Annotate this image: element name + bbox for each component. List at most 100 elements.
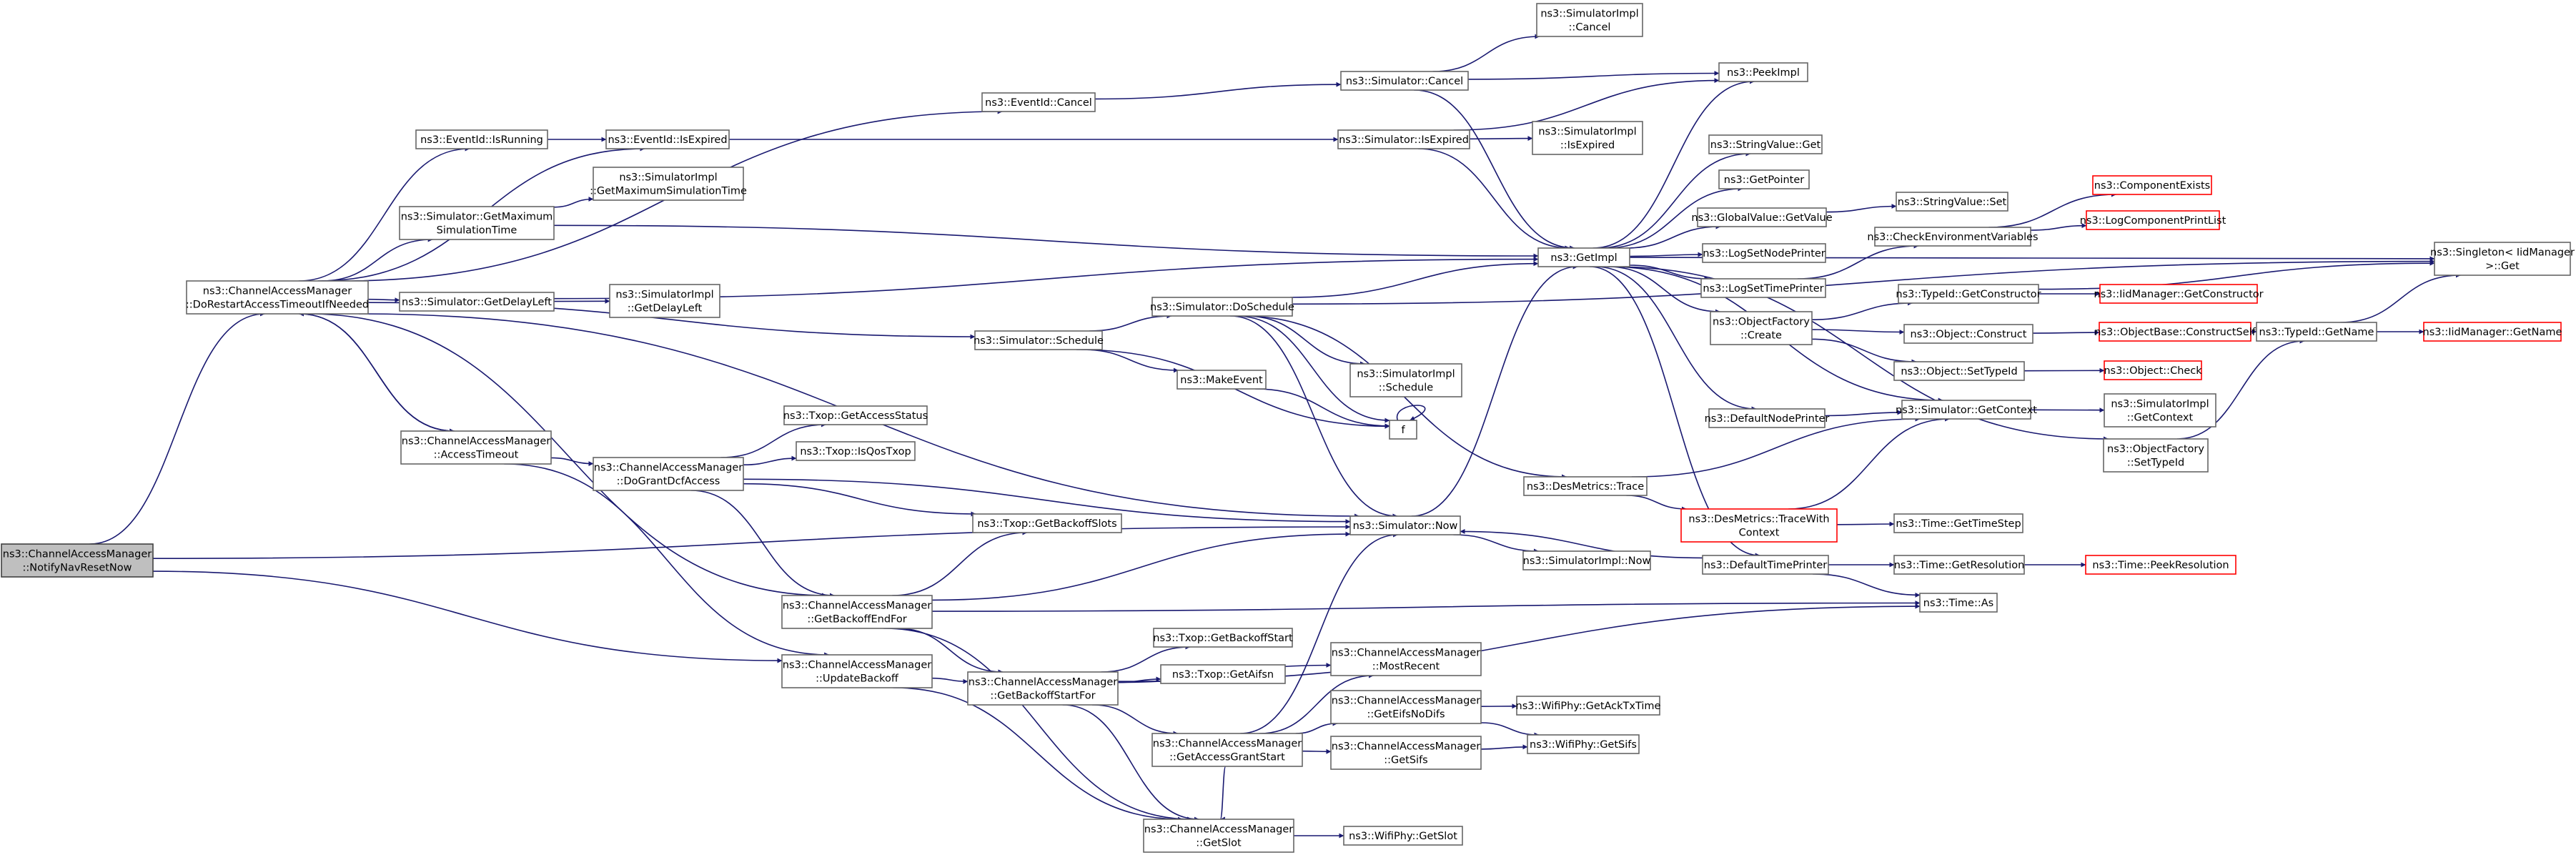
node-singleton_get[interactable]: ns3::Singleton< IidManager >::Get	[2430, 242, 2575, 276]
node-txop_getaccessstatus[interactable]: ns3::Txop::GetAccessStatus	[783, 405, 928, 425]
edge-makeevent-to-f	[1255, 388, 1390, 429]
edge-defaulttimeprinter-to-sim_now	[1460, 528, 1703, 559]
node-simimpl_cancel[interactable]: ns3::SimulatorImpl::Cancel	[1536, 3, 1643, 37]
node-box-getsifs	[1330, 736, 1482, 770]
node-getbackoffendfor[interactable]: ns3::ChannelAccessManager::GetBackoffEnd…	[781, 595, 933, 629]
node-box-dorestart	[186, 280, 369, 315]
node-sim_getmax[interactable]: ns3::Simulator::GetMaximumSimulationTime	[399, 206, 555, 240]
node-peekimpl[interactable]: ns3::PeekImpl	[1718, 62, 1808, 82]
edge-sim_doschedule-to-f	[1236, 315, 1390, 423]
node-sim_cancel[interactable]: ns3::Simulator::Cancel	[1340, 71, 1469, 91]
node-sim_doschedule[interactable]: ns3::Simulator::DoSchedule	[1150, 297, 1294, 317]
node-box-time_peekresolution	[2085, 555, 2236, 575]
node-object_check[interactable]: ns3::Object::Check	[2104, 360, 2202, 380]
node-wifiphy_getacktxtime[interactable]: ns3::WifiPhy::GetAckTxTime	[1516, 696, 1661, 716]
node-mostrecent[interactable]: ns3::ChannelAccessManager::MostRecent	[1330, 642, 1482, 676]
edge-check_env-to-logcomponent_printlist	[2030, 223, 2087, 231]
node-time_as[interactable]: ns3::Time::As	[1919, 593, 1998, 613]
node-label-getsifs-line-2: ::GetSifs	[1384, 755, 1428, 766]
edge-logtimeprinter-to-check_env	[1797, 243, 1919, 280]
node-label-objectfactory_create-line-1: ns3::ObjectFactory	[1713, 317, 1810, 328]
edge-dograntdcf-to-txop_getaccessstatus	[720, 422, 826, 458]
edge-root-to-sim_now	[152, 524, 1351, 559]
node-getslot[interactable]: ns3::ChannelAccessManager::GetSlot	[1143, 819, 1294, 853]
node-sim_now[interactable]: ns3::Simulator::Now	[1349, 515, 1461, 535]
node-txop_getbackoffstart[interactable]: ns3::Txop::GetBackoffStart	[1153, 628, 1293, 648]
node-time_gettimestep[interactable]: ns3::Time::GetTimeStep	[1893, 513, 2023, 533]
node-box-singleton_get	[2434, 242, 2571, 276]
node-typeid_getconstructor[interactable]: ns3::TypeId::GetConstructor	[1896, 284, 2041, 304]
node-geteifsnodifs[interactable]: ns3::ChannelAccessManager::GetEifsNoDifs	[1330, 690, 1482, 724]
node-simimpl_getdelayleft[interactable]: ns3::SimulatorImpl::GetDelayLeft	[609, 284, 720, 318]
edge-desmetrics_tracewithcontext-to-sim_getcontext	[1788, 416, 1951, 510]
node-getpointer[interactable]: ns3::GetPointer	[1718, 169, 1810, 189]
node-txop_isqos[interactable]: ns3::Txop::IsQosTxop	[796, 441, 916, 461]
node-defaulttimeprinter[interactable]: ns3::DefaultTimePrinter	[1702, 555, 1829, 575]
node-lognodeprinter[interactable]: ns3::LogSetNodePrinter	[1702, 243, 1826, 263]
node-box-sim_schedule	[974, 330, 1103, 350]
edge-objectfactory_settypeid-to-typeid_getname	[2176, 338, 2305, 440]
node-getbackoffstartfor[interactable]: ns3::ChannelAccessManager::GetBackoffSta…	[967, 671, 1119, 706]
node-sim_isexpired[interactable]: ns3::Simulator::IsExpired	[1337, 129, 1470, 149]
node-eventid_isexpired[interactable]: ns3::EventId::IsExpired	[605, 129, 730, 149]
node-box-eventid_cancel	[981, 92, 1096, 112]
node-component_exists[interactable]: ns3::ComponentExists	[2092, 175, 2212, 195]
node-iidmanager_getname[interactable]: ns3::IidManager::GetName	[2423, 322, 2562, 342]
node-objectbase_constructself[interactable]: ns3::ObjectBase::ConstructSelf	[2094, 322, 2257, 342]
node-logtimeprinter[interactable]: ns3::LogSetTimePrinter	[1700, 278, 1826, 298]
node-box-stringvalue_get	[1708, 134, 1823, 154]
node-txop_getbackoffslots[interactable]: ns3::Txop::GetBackoffSlots	[972, 513, 1122, 533]
node-time_getresolution[interactable]: ns3::Time::GetResolution	[1893, 555, 2025, 575]
node-getsifs[interactable]: ns3::ChannelAccessManager::GetSifs	[1330, 736, 1482, 770]
node-updatebackoff[interactable]: ns3::ChannelAccessManager::UpdateBackoff	[781, 654, 933, 688]
node-accesstimeout[interactable]: ns3::ChannelAccessManager::AccessTimeout	[400, 430, 552, 465]
node-object_settypeid[interactable]: ns3::Object::SetTypeId	[1893, 361, 2025, 381]
node-root[interactable]: ns3::ChannelAccessManager::NotifyNavRese…	[1, 543, 154, 578]
node-eventid_isrunning[interactable]: ns3::EventId::IsRunning	[415, 129, 548, 149]
node-dograntdcf[interactable]: ns3::ChannelAccessManager::DoGrantDcfAcc…	[593, 457, 744, 491]
node-stringvalue_get[interactable]: ns3::StringValue::Get	[1708, 134, 1823, 154]
node-getaccessgrantstart[interactable]: ns3::ChannelAccessManager::GetAccessGran…	[1151, 733, 1303, 767]
node-label-stringvalue_get: ns3::StringValue::Get	[1710, 139, 1821, 151]
node-simimpl_isexpired[interactable]: ns3::SimulatorImpl::IsExpired	[1532, 121, 1643, 155]
node-iidmanager_getconstructor[interactable]: ns3::IidManager::GetConstructor	[2094, 284, 2264, 304]
node-sim_getcontext[interactable]: ns3::Simulator::GetContext	[1896, 400, 2037, 420]
node-typeid_getname[interactable]: ns3::TypeId::GetName	[2256, 322, 2377, 342]
node-wifiphy_getsifs[interactable]: ns3::WifiPhy::GetSifs	[1527, 734, 1640, 754]
node-box-simimpl_schedule	[1349, 363, 1462, 397]
edge-accesstimeout-to-dograntdcf	[550, 457, 594, 467]
node-simimpl_schedule[interactable]: ns3::SimulatorImpl::Schedule	[1349, 363, 1462, 397]
node-simimpl_now[interactable]: ns3::SimulatorImpl::Now	[1522, 550, 1651, 570]
node-globalvalue_getvalue[interactable]: ns3::GlobalValue::GetValue	[1691, 207, 1833, 227]
node-dorestart[interactable]: ns3::ChannelAccessManager::DoRestartAcce…	[186, 280, 369, 315]
node-stringvalue_set[interactable]: ns3::StringValue::Set	[1896, 192, 2008, 212]
node-time_peekresolution[interactable]: ns3::Time::PeekResolution	[2085, 555, 2236, 575]
node-object_construct[interactable]: ns3::Object::Construct	[1903, 324, 2033, 344]
node-check_env[interactable]: ns3::CheckEnvironmentVariables	[1867, 227, 2038, 247]
node-simimpl_getmax[interactable]: ns3::SimulatorImpl::GetMaximumSimulation…	[590, 167, 747, 201]
node-box-accesstimeout	[400, 430, 552, 465]
node-wifiphy_getslot[interactable]: ns3::WifiPhy::GetSlot	[1343, 826, 1463, 846]
node-f[interactable]: f	[1389, 420, 1417, 440]
node-objectfactory_create[interactable]: ns3::ObjectFactory::Create	[1710, 311, 1813, 345]
node-box-objectbase_constructself	[2099, 322, 2251, 342]
node-label-geteifsnodifs-line-2: ::GetEifsNoDifs	[1367, 709, 1445, 721]
node-txop_getaifsn[interactable]: ns3::Txop::GetAifsn	[1160, 664, 1286, 684]
node-objectfactory_settypeid[interactable]: ns3::ObjectFactory::SetTypeId	[2103, 438, 2209, 473]
node-label-txop_getbackoffslots: ns3::Txop::GetBackoffSlots	[977, 518, 1116, 530]
node-desmetrics_trace[interactable]: ns3::DesMetrics::Trace	[1523, 476, 1648, 496]
node-getimpl[interactable]: ns3::GetImpl	[1537, 247, 1630, 267]
node-makeevent[interactable]: ns3::MakeEvent	[1176, 370, 1267, 390]
node-label-iidmanager_getname: ns3::IidManager::GetName	[2423, 327, 2562, 338]
node-eventid_cancel[interactable]: ns3::EventId::Cancel	[981, 92, 1096, 112]
node-defaultnodeprinter[interactable]: ns3::DefaultNodePrinter	[1705, 408, 1830, 428]
node-sim_getdelayleft[interactable]: ns3::Simulator::GetDelayLeft	[399, 292, 555, 312]
edge-updatebackoff-to-getbackoffstartfor	[931, 677, 969, 684]
node-sim_schedule[interactable]: ns3::Simulator::Schedule	[974, 330, 1104, 350]
node-label-simimpl_getcontext-line-2: ::GetContext	[2127, 412, 2194, 424]
node-logcomponent_printlist[interactable]: ns3::LogComponentPrintList	[2080, 210, 2226, 230]
edge-sim_cancel-to-peekimpl	[1467, 71, 1720, 80]
node-simimpl_getcontext[interactable]: ns3::SimulatorImpl::GetContext	[2104, 393, 2216, 428]
node-box-time_gettimestep	[1893, 513, 2023, 533]
